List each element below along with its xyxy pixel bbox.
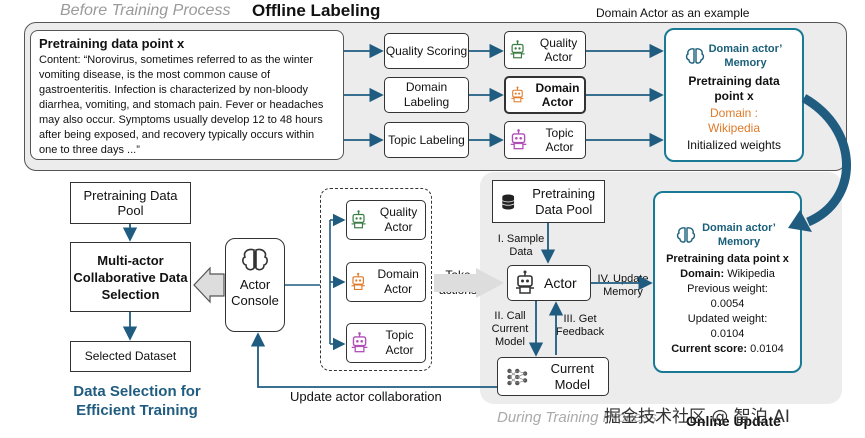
actor-group-dashed	[320, 188, 432, 371]
memory-bottom-upd-label: Updated weight:	[687, 313, 768, 325]
memory-top-weights: Initialized weights	[686, 138, 782, 152]
robot-icon	[351, 332, 368, 353]
robot-icon	[510, 129, 527, 150]
current-model-box: Current Model	[497, 357, 609, 396]
memory-bottom-upd-val: 0.0104	[710, 328, 745, 340]
pretraining-data-pool-left: Pretraining Data Pool	[70, 182, 191, 224]
robot-icon	[351, 210, 366, 229]
quality-actor-mid-label: Quality Actor	[379, 205, 418, 234]
offline-labeling-label: Offline Labeling	[252, 1, 381, 20]
footer-label: Data Selection for Efficient Training	[73, 383, 201, 419]
memory-bottom-point: Pretraining data point x	[666, 253, 789, 265]
memory-bottom-score: Current score: 0.0104	[671, 343, 784, 355]
domain-actor-mid-label: Domain Actor	[377, 267, 419, 296]
memory-bottom-prev-val: 0.0054	[710, 298, 745, 310]
current-model-label: Current Model	[550, 360, 594, 392]
during-training-label: During Training Process	[497, 409, 657, 426]
update-memory-label: IV. Update Memory	[597, 273, 649, 298]
topic-labeling-box: Topic Labeling	[384, 122, 469, 158]
topic-actor-box: Topic Actor	[504, 121, 586, 159]
quality-actor-label: Quality Actor	[539, 36, 578, 64]
actor-console-label: Actor Console	[231, 277, 279, 308]
sample-data-label: I. Sample Data	[497, 233, 545, 258]
topic-actor-box-mid: Topic Actor	[346, 323, 426, 363]
update-collab-label: Update actor collaboration	[290, 389, 442, 404]
selected-dataset-box: Selected Dataset	[70, 341, 191, 372]
datapoint-title: Pretraining data point x	[39, 36, 185, 51]
datapoint-box: Pretraining data point x Content: “Norov…	[30, 30, 344, 160]
topic-actor-mid-label: Topic Actor	[385, 328, 414, 357]
domain-actor-note: Domain Actor as an example	[596, 6, 750, 20]
online-update-label: Online Update	[686, 413, 781, 429]
robot-icon	[351, 272, 365, 291]
quality-actor-box: Quality Actor	[504, 31, 586, 69]
watermark: 掘金技术社区 @ 智泊 AI	[604, 407, 790, 427]
memory-box-bottom: Domain actor’ Memory Pretraining data po…	[653, 191, 802, 373]
quality-actor-box-mid: Quality Actor	[346, 200, 426, 240]
domain-actor-box-mid: Domain Actor	[346, 262, 426, 302]
feedback-label: III. Get Feedback	[555, 313, 605, 338]
robot-icon	[510, 40, 525, 59]
datapoint-content: Content: “Norovirus, sometimes referred …	[39, 54, 324, 156]
online-pool-label: Pretraining Data Pool	[532, 185, 596, 217]
memory-top-point: Pretraining data point x	[688, 74, 780, 103]
online-actor-label: Actor	[544, 274, 577, 291]
robot-icon	[516, 270, 534, 294]
domain-actor-box: Domain Actor	[504, 76, 586, 114]
memory-top-domain: Domain : Wikipedia	[707, 106, 761, 135]
before-training-label: Before Training Process	[60, 2, 231, 19]
quality-scoring-box: Quality Scoring	[384, 33, 469, 69]
brain-icon	[242, 248, 268, 271]
database-icon	[502, 193, 515, 210]
network-icon	[507, 368, 528, 385]
actor-console-box: Actor Console	[225, 238, 285, 332]
memory-bottom-title: Domain actor’ Memory	[702, 222, 776, 248]
online-actor-box: Actor	[507, 265, 591, 301]
brain-icon	[676, 227, 696, 243]
domain-labeling-box: Domain Labeling	[384, 77, 469, 113]
memory-box-top: Domain actor’ Memory Pretraining data po…	[664, 28, 804, 162]
memory-bottom-domain: Domain: Wikipedia	[680, 268, 775, 280]
multi-actor-selection-box: Multi-actor Collaborative Data Selection	[70, 242, 191, 312]
memory-top-title: Domain actor’ Memory	[708, 43, 783, 69]
call-model-label: II. Call Current Model	[491, 310, 529, 348]
brain-icon	[685, 48, 704, 64]
topic-actor-label: Topic Actor	[545, 126, 574, 154]
domain-actor-label: Domain Actor	[535, 81, 580, 109]
robot-icon	[511, 86, 524, 103]
memory-bottom-prev-label: Previous weight:	[687, 283, 768, 295]
pretraining-data-pool-online: Pretraining Data Pool	[492, 180, 605, 223]
